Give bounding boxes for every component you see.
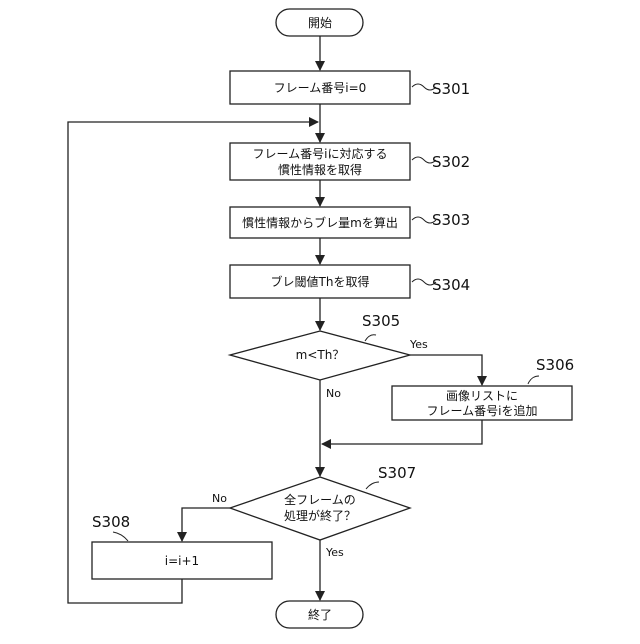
s302-step-label: S302 xyxy=(432,153,470,171)
edge-s307-no-to-s308 xyxy=(182,508,230,541)
s306-leader xyxy=(528,376,539,384)
s304-step-label: S304 xyxy=(432,276,470,294)
s305-leader xyxy=(365,335,376,341)
s306-step-label: S306 xyxy=(536,356,574,374)
s306-text-line1: 画像リストに xyxy=(446,389,518,403)
edge-s305-yes-to-s306 xyxy=(410,355,482,385)
s302-text-line2: 慣性情報を取得 xyxy=(278,162,362,177)
s307-text-line2: 処理が終了？ xyxy=(284,508,356,523)
s307-leader xyxy=(366,482,379,489)
s303-step-label: S303 xyxy=(432,211,470,229)
s305-step-label: S305 xyxy=(362,312,400,330)
s305-yes-label: Yes xyxy=(409,338,428,351)
s308-step-label: S308 xyxy=(92,513,130,531)
edge-s306-to-merge xyxy=(322,420,482,444)
s301-step-label: S301 xyxy=(432,80,470,98)
s304-text: ブレ閾値Thを取得 xyxy=(271,274,370,289)
s301-text: フレーム番号i=0 xyxy=(274,81,367,95)
s306-text-line2: フレーム番号iを追加 xyxy=(427,403,538,418)
s308-leader xyxy=(113,532,128,541)
start-label: 開始 xyxy=(308,16,332,30)
s307-text-line1: 全フレームの xyxy=(284,492,356,507)
s303-text: 慣性情報からブレ量mを算出 xyxy=(242,215,398,230)
s307-yes-label: Yes xyxy=(325,546,344,559)
s305-no-label: No xyxy=(326,387,341,400)
s307-no-label: No xyxy=(212,492,227,505)
s307-step-label: S307 xyxy=(378,464,416,482)
end-label: 終了 xyxy=(308,607,332,622)
s308-text: i=i+1 xyxy=(165,554,199,568)
s305-text: m<Th？ xyxy=(296,348,345,362)
s302-text-line1: フレーム番号iに対応する xyxy=(253,147,388,161)
